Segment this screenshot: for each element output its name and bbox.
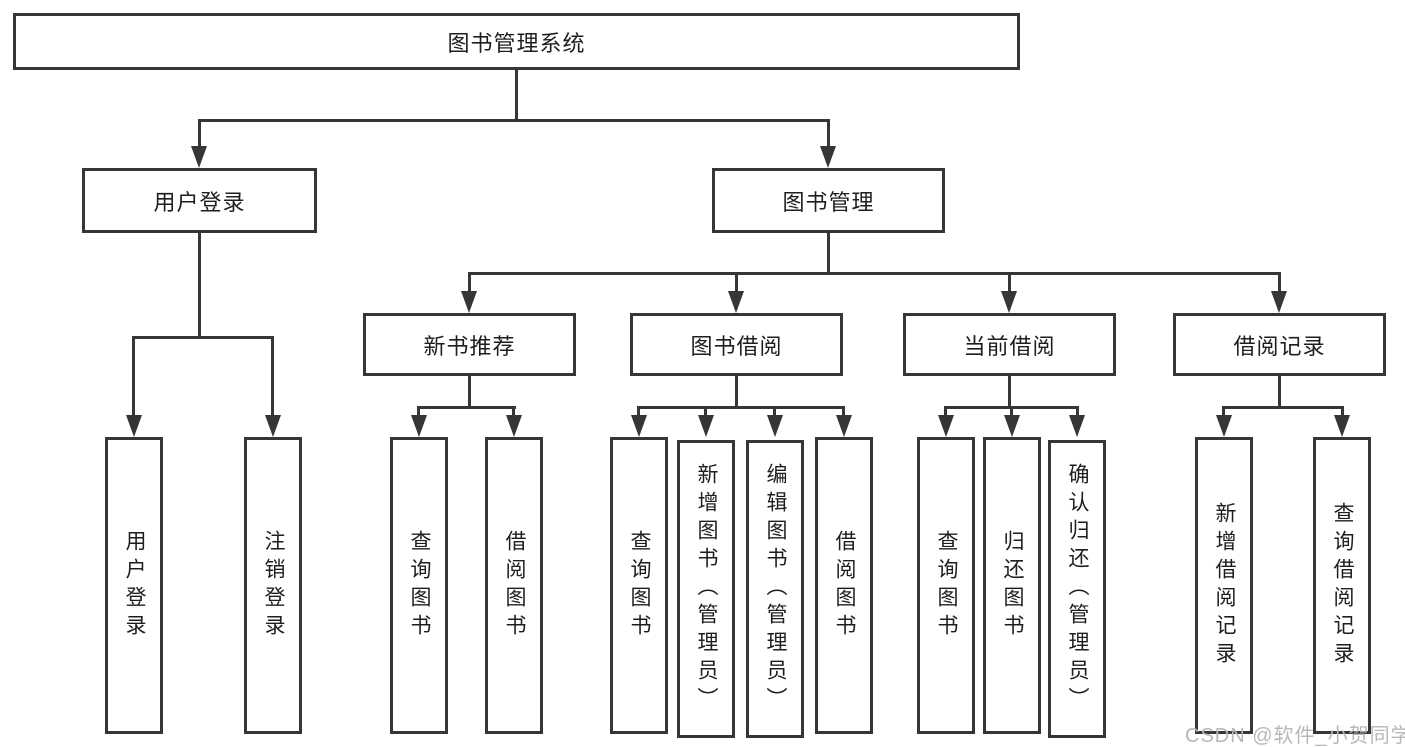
connector-line — [1008, 272, 1011, 294]
connector-line — [827, 119, 830, 149]
connector-line — [1222, 406, 1344, 409]
connector-line — [704, 406, 707, 418]
connector-line — [735, 272, 738, 294]
arrow-down-icon — [836, 415, 852, 437]
connector-line — [468, 376, 471, 409]
arrow-down-icon — [461, 291, 477, 313]
leaf-query-borrow-record: 查询借阅记录 — [1313, 437, 1371, 734]
connector-line — [512, 406, 515, 418]
connector-line — [132, 336, 135, 416]
arrow-down-icon — [938, 415, 954, 437]
connector-line — [515, 70, 518, 122]
leaf-query-books-3: 查询图书 — [917, 437, 975, 734]
leaf-borrow-books-1: 借阅图书 — [485, 437, 543, 734]
arrow-down-icon — [411, 415, 427, 437]
arrow-down-icon — [820, 146, 836, 168]
connector-line — [637, 406, 640, 418]
arrow-down-icon — [1271, 291, 1287, 313]
connector-line — [637, 406, 845, 409]
leaf-confirm-return-admin: 确认归还（管理员） — [1048, 440, 1106, 738]
connector-line — [735, 376, 738, 409]
arrow-down-icon — [1334, 415, 1350, 437]
connector-line — [417, 406, 516, 409]
node-new-book-recommend-label: 新书推荐 — [423, 333, 516, 359]
leaf-query-books-2: 查询图书 — [610, 437, 668, 734]
leaf-edit-books-admin-label: 编辑图书（管理员） — [764, 463, 787, 715]
arrow-down-icon — [767, 415, 783, 437]
csdn-watermark: CSDN @软件_小贺同学 — [1185, 725, 1405, 747]
node-root-label: 图书管理系统 — [447, 30, 586, 56]
leaf-query-books-3-label: 查询图书 — [935, 529, 958, 642]
connector-line — [1076, 406, 1079, 418]
arrow-down-icon — [126, 415, 142, 437]
node-root: 图书管理系统 — [13, 13, 1020, 70]
connector-line — [827, 233, 830, 275]
leaf-confirm-return-admin-label: 确认归还（管理员） — [1066, 463, 1089, 715]
connector-line — [198, 233, 201, 339]
leaf-query-books-2-label: 查询图书 — [628, 529, 651, 642]
arrow-down-icon — [1001, 291, 1017, 313]
connector-line — [271, 336, 274, 416]
node-book-management: 图书管理 — [712, 168, 945, 233]
leaf-return-books: 归还图书 — [983, 437, 1041, 734]
connector-line — [1278, 376, 1281, 409]
node-current-borrow-label: 当前借阅 — [963, 333, 1056, 359]
leaf-edit-books-admin: 编辑图书（管理员） — [746, 440, 804, 738]
connector-line — [1278, 272, 1281, 294]
leaf-borrow-books-1-label: 借阅图书 — [503, 529, 526, 642]
leaf-user-login: 用户登录 — [105, 437, 163, 734]
connector-line — [198, 119, 201, 149]
leaf-logout: 注销登录 — [244, 437, 302, 734]
connector-line — [468, 272, 1281, 275]
node-current-borrow: 当前借阅 — [903, 313, 1116, 376]
arrow-down-icon — [265, 415, 281, 437]
arrow-down-icon — [1069, 415, 1085, 437]
arrow-down-icon — [728, 291, 744, 313]
node-borrow-records: 借阅记录 — [1173, 313, 1386, 376]
connector-line — [1010, 406, 1013, 418]
connector-line — [773, 406, 776, 418]
connector-line — [1341, 406, 1344, 418]
node-new-book-recommend: 新书推荐 — [363, 313, 576, 376]
leaf-query-books-1: 查询图书 — [390, 437, 448, 734]
arrow-down-icon — [1216, 415, 1232, 437]
node-book-borrow: 图书借阅 — [630, 313, 843, 376]
node-borrow-records-label: 借阅记录 — [1233, 333, 1326, 359]
connector-line — [1008, 376, 1011, 409]
arrow-down-icon — [1004, 415, 1020, 437]
leaf-return-books-label: 归还图书 — [1001, 529, 1024, 642]
leaf-logout-label: 注销登录 — [262, 529, 285, 642]
leaf-query-books-1-label: 查询图书 — [408, 529, 431, 642]
connector-line — [842, 406, 845, 418]
leaf-query-borrow-record-label: 查询借阅记录 — [1331, 501, 1354, 670]
connector-line — [468, 272, 471, 294]
connector-line — [1222, 406, 1225, 418]
node-book-borrow-label: 图书借阅 — [690, 333, 783, 359]
connector-line — [944, 406, 947, 418]
connector-line — [198, 119, 830, 122]
connector-line — [417, 406, 420, 418]
leaf-add-borrow-record-label: 新增借阅记录 — [1213, 501, 1236, 670]
arrow-down-icon — [631, 415, 647, 437]
arrow-down-icon — [506, 415, 522, 437]
leaf-borrow-books-2-label: 借阅图书 — [833, 529, 856, 642]
leaf-borrow-books-2: 借阅图书 — [815, 437, 873, 734]
leaf-add-books-admin-label: 新增图书（管理员） — [695, 463, 718, 715]
leaf-add-books-admin: 新增图书（管理员） — [677, 440, 735, 738]
arrow-down-icon — [191, 146, 207, 168]
connector-line — [132, 336, 274, 339]
node-user-login: 用户登录 — [82, 168, 317, 233]
arrow-down-icon — [698, 415, 714, 437]
leaf-user-login-label: 用户登录 — [123, 529, 146, 642]
node-book-management-label: 图书管理 — [782, 189, 875, 215]
leaf-add-borrow-record: 新增借阅记录 — [1195, 437, 1253, 734]
node-user-login-label: 用户登录 — [153, 189, 246, 215]
